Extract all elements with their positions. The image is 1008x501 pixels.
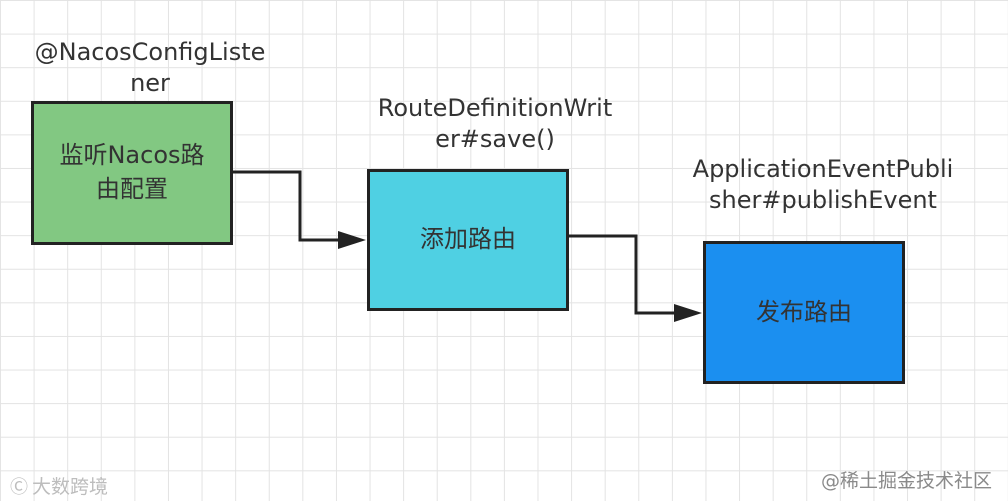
arrowhead-add — [338, 231, 366, 249]
add-route-label: 添加路由 — [420, 225, 516, 254]
watermark-left-text: 大数跨境 — [32, 476, 109, 498]
arrowhead-publish — [674, 304, 702, 322]
edge-add-to-publish — [569, 234, 676, 315]
publish-route-node: 发布路由 — [703, 241, 905, 384]
listen-nacos-label: 监听Nacos路 由配置 — [59, 141, 205, 203]
writer-caption: RouteDefinitionWrit er#save() — [377, 94, 613, 153]
add-route-node: 添加路由 — [367, 169, 569, 311]
watermark-right: @稀土掘金技术社区 — [820, 470, 992, 492]
publish-route-label: 发布路由 — [756, 297, 852, 326]
publisher-caption: ApplicationEventPubli sher#publishEvent — [692, 155, 954, 214]
listen-nacos-node: 监听Nacos路 由配置 — [31, 101, 233, 245]
edge-listen-to-add — [233, 170, 340, 242]
listener-caption: @NacosConfigListe ner — [34, 38, 266, 97]
watermark-logo-icon: Ⓒ — [10, 477, 28, 498]
